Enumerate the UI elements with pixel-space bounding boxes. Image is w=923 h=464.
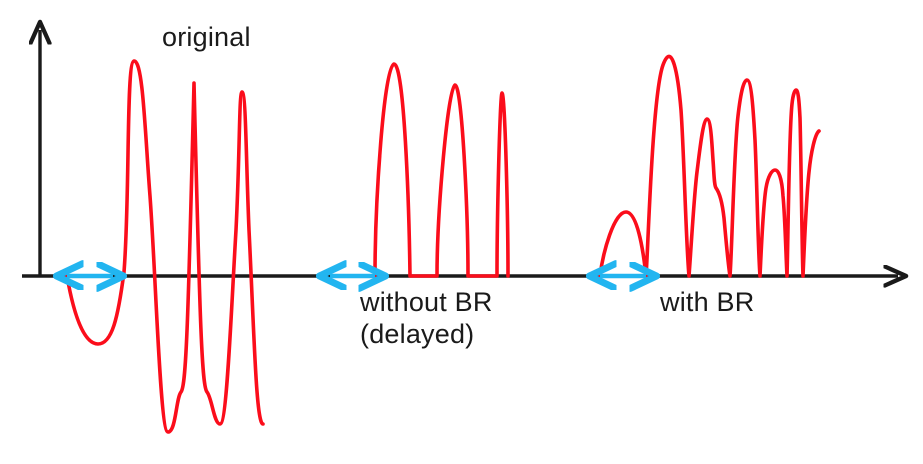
label-original: original (162, 22, 251, 52)
signal-traces (65, 54, 821, 434)
signal-trace-original (65, 59, 265, 434)
label-with-br: with BR (660, 287, 755, 317)
label-without-br: without BR (delayed) (360, 287, 493, 349)
signal-trace-with-br (598, 54, 821, 278)
signal-trace-without-br (373, 62, 510, 278)
